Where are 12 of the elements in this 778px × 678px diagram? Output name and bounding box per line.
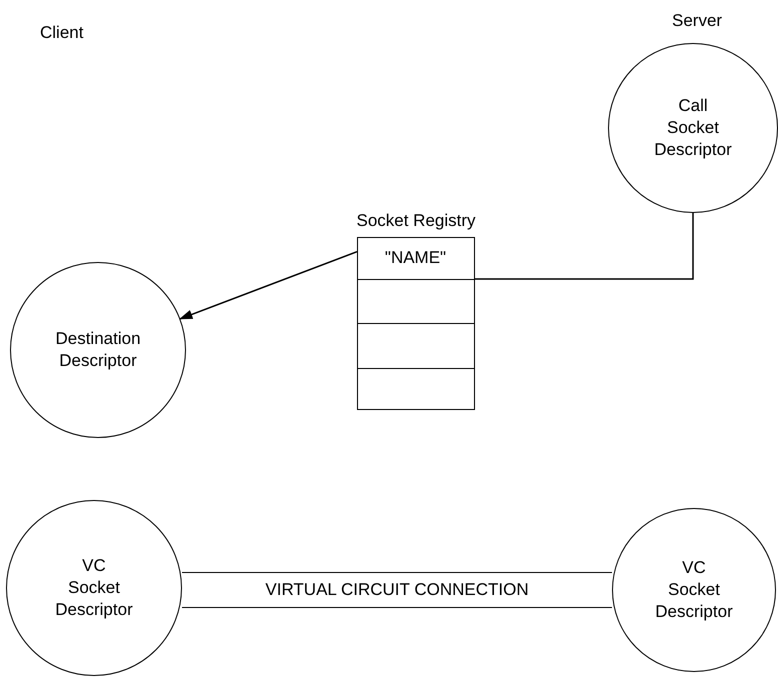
arrow <box>179 251 358 320</box>
table-heading: Socket Registry <box>356 210 476 232</box>
cell-text: "NAME" <box>384 247 446 270</box>
node-label: Call Socket Descriptor <box>654 95 732 161</box>
side-heading: Server <box>672 10 722 32</box>
side-heading: Client <box>40 22 84 44</box>
connection-band <box>182 572 612 608</box>
node-label: VC Socket Descriptor <box>55 555 133 621</box>
node-label: Destination Descriptor <box>55 328 141 372</box>
node-label: VC Socket Descriptor <box>655 557 733 623</box>
band-label: VIRTUAL CIRCUIT CONNECTION <box>265 579 529 602</box>
connector-line <box>475 213 694 280</box>
